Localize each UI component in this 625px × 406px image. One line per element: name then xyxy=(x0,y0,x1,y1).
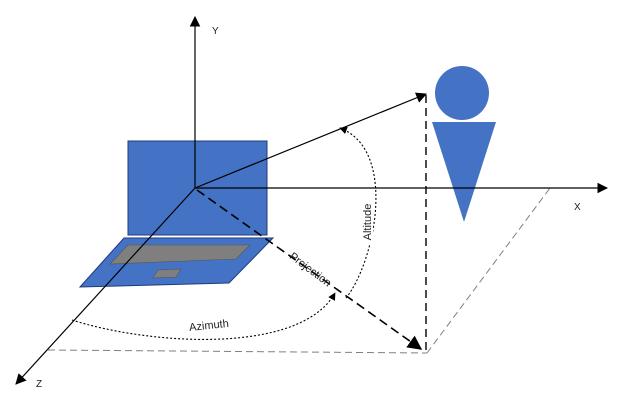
laptop-keyboard xyxy=(109,244,251,265)
azimuth-arc xyxy=(71,292,336,340)
altitude-label-bg xyxy=(359,200,373,244)
laptop-icon xyxy=(78,140,275,288)
azimuth-label-bg xyxy=(183,315,235,335)
y-axis-label: Y xyxy=(212,26,219,37)
direction-vector xyxy=(194,92,428,189)
altitude-arc-anchor xyxy=(340,295,346,298)
ground-front-edge xyxy=(47,349,428,354)
altitude-arc xyxy=(339,126,377,299)
z-axis xyxy=(15,187,196,385)
azimuth-label: Azimuth xyxy=(189,318,230,334)
person-body xyxy=(432,122,496,222)
ground-plane xyxy=(47,187,551,354)
ground-right-edge xyxy=(426,187,551,354)
person-icon xyxy=(432,66,496,222)
projection-label-bg xyxy=(291,231,345,277)
x-axis-label: X xyxy=(574,202,581,213)
altitude-label: Altitude xyxy=(362,204,374,241)
laptop-touchpad xyxy=(152,268,182,279)
z-axis-label: Z xyxy=(36,379,42,390)
projection-line xyxy=(196,189,423,350)
person-head xyxy=(435,66,489,120)
